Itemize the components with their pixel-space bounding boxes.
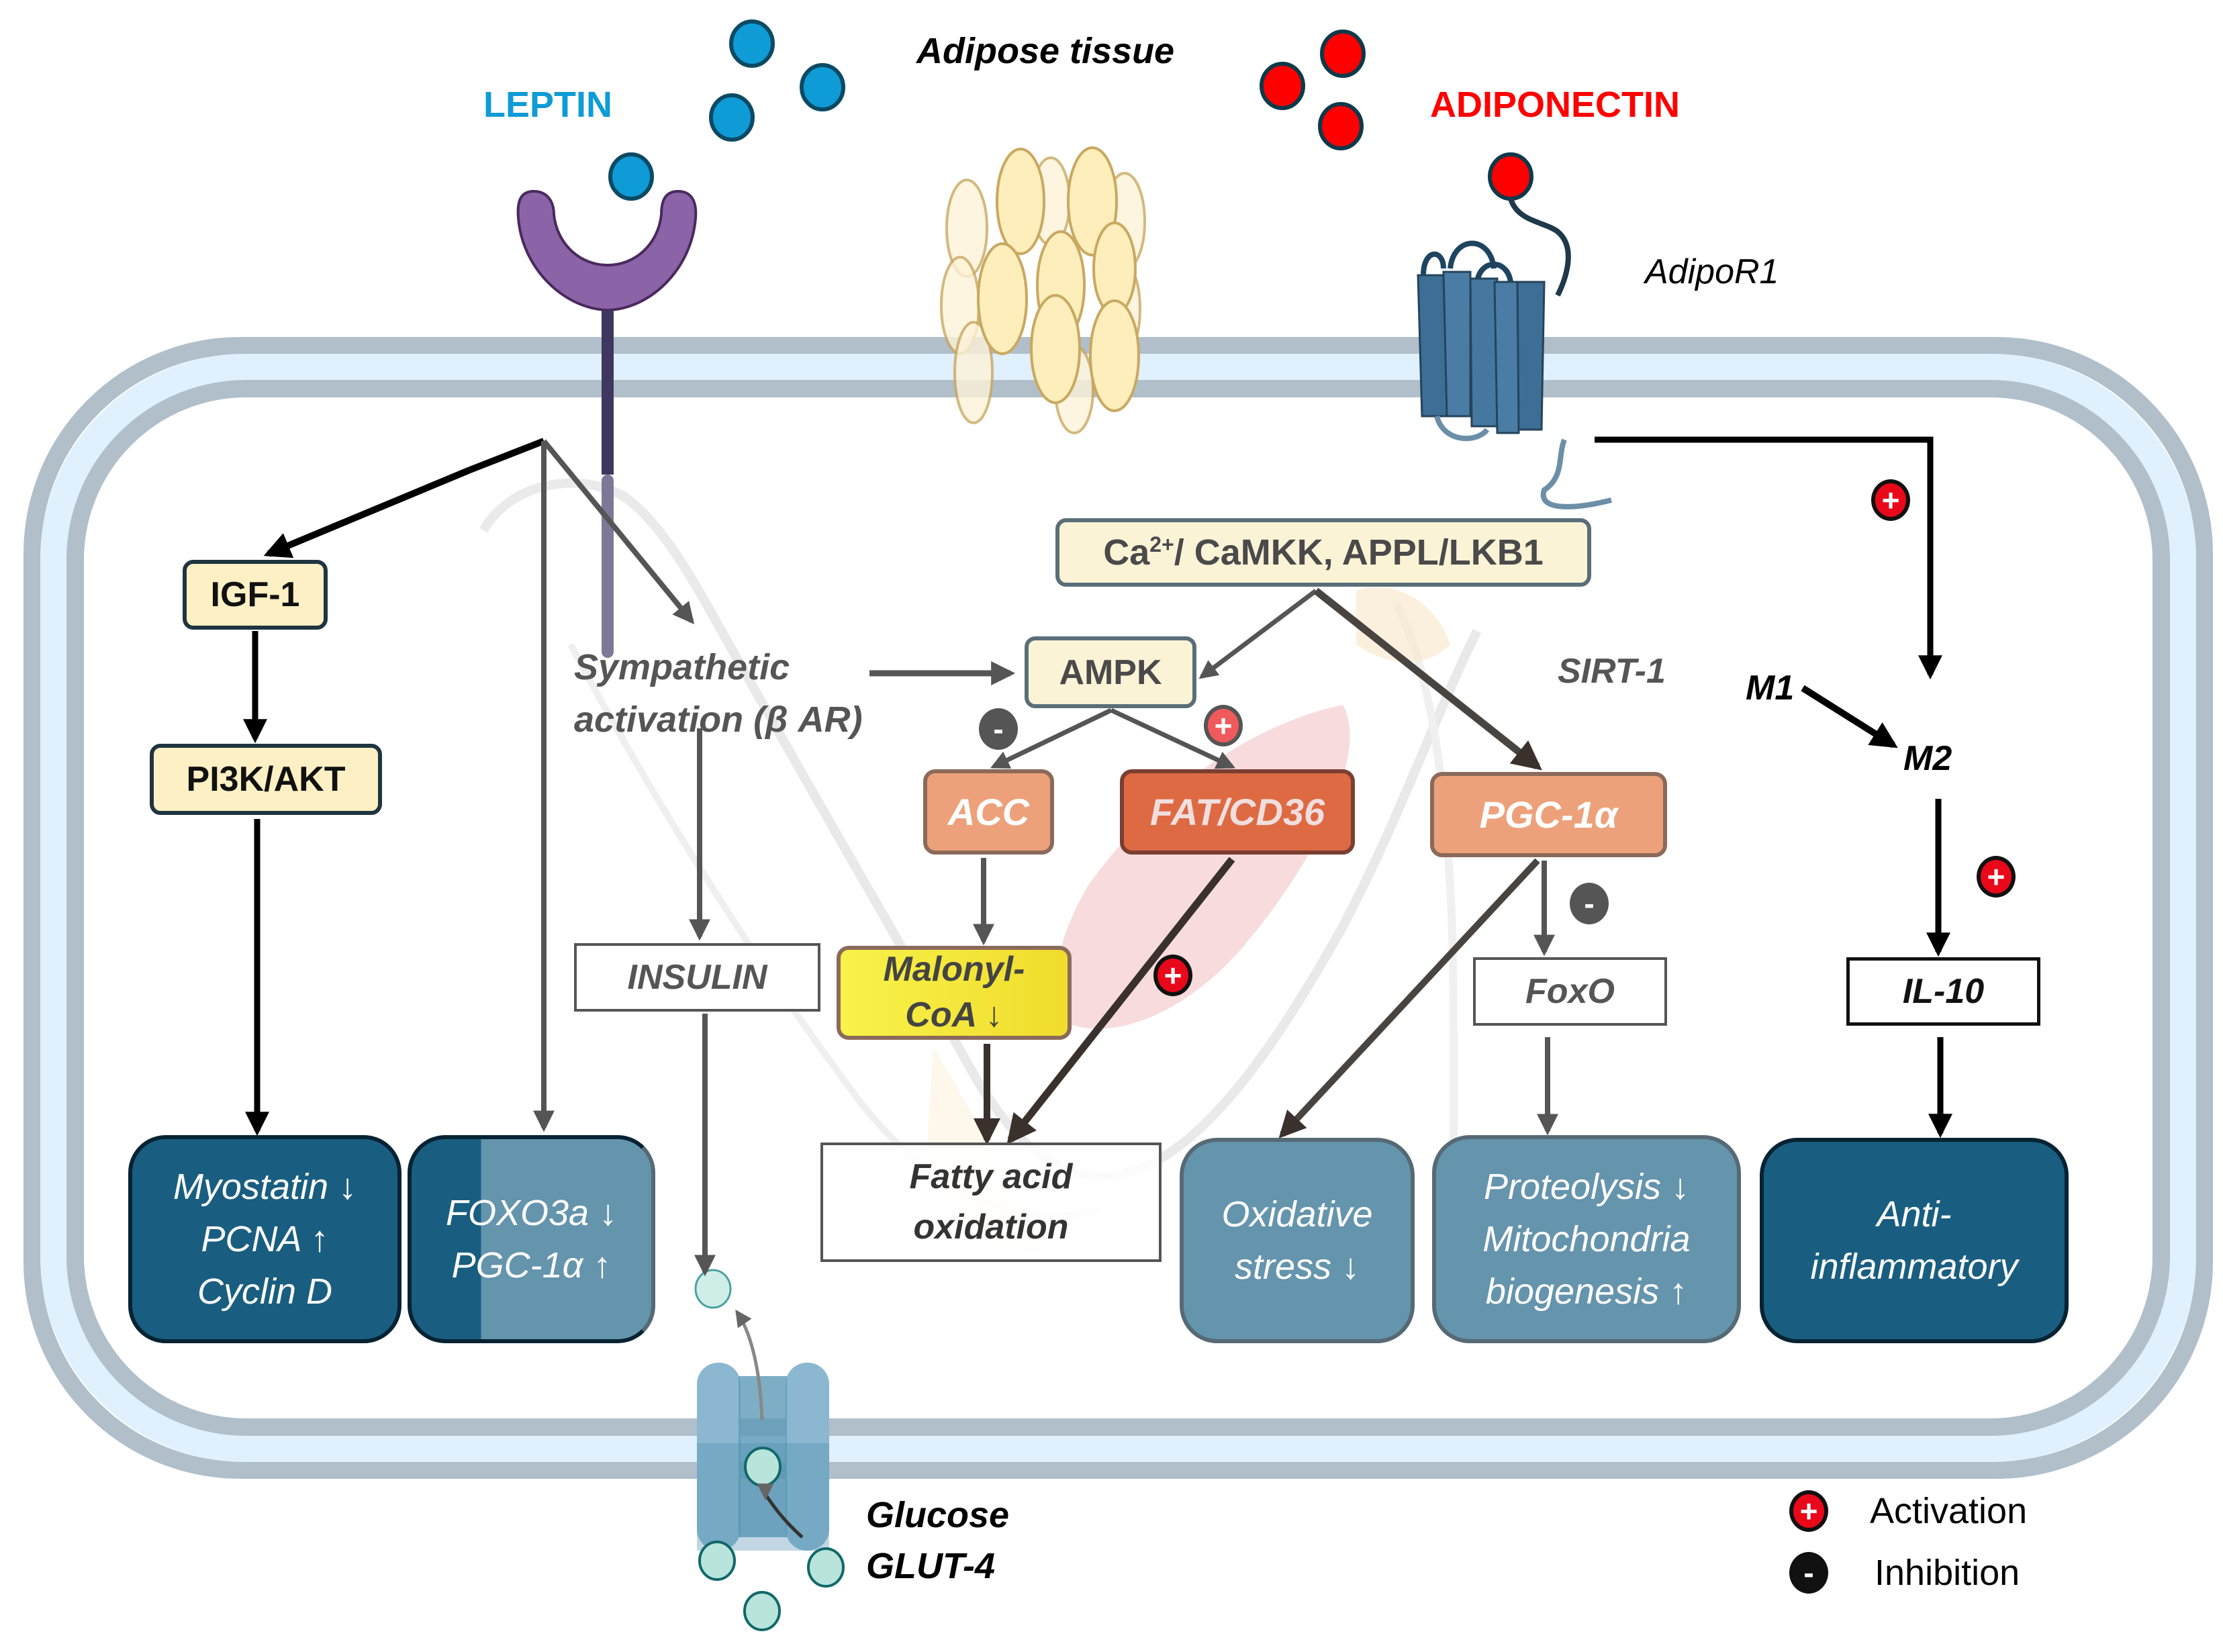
fat-cd36-label: FAT/CD36 [1149,791,1325,833]
m2-label: M2 [1903,739,1952,778]
malonyl-coa-node: Malonyl- CoA ↓ [837,946,1072,1040]
foxo-label: FoxO [1525,972,1615,1011]
result-myostatin: Myostatin ↓ PCNA ↑ Cyclin D [128,1135,401,1343]
foxo-node: FoxO [1473,957,1667,1026]
result-line: biogenesis ↑ [1485,1271,1688,1312]
activation-badge-adiponectin: + [1871,479,1910,521]
result-line: Myostatin ↓ [173,1166,357,1207]
plus-icon: + [1881,483,1900,518]
activation-badge-fat-cd36: + [1204,705,1243,746]
leptin-molecules [608,19,845,201]
ampk-label: AMPK [1059,652,1162,692]
il10-node: IL-10 [1846,957,2040,1026]
result-line: PGC-1α ↑ [451,1245,612,1285]
malonyl-line2: CoA ↓ [905,995,1003,1034]
result-line: Mitochondria [1482,1218,1691,1259]
result-proteolysis: Proteolysis ↓ Mitochondria biogenesis ↑ [1432,1135,1741,1343]
pathway-arrows [243,436,1952,1277]
plus-icon: + [1799,1494,1818,1528]
inhibition-badge-foxo: - [1570,883,1609,924]
ca-camkk-label: Ca2+/ CaMKK, APPL/LKB1 [1103,532,1544,573]
result-line: Proteolysis ↓ [1483,1166,1690,1207]
adipose-tissue-cells [940,146,1146,434]
ca-superscript: 2+ [1149,532,1174,556]
malonyl-line1: Malonyl- [883,950,1025,989]
adipose-tissue-label: Adipose tissue [916,31,1175,71]
inhibition-badge-acc: - [979,708,1018,750]
plus-icon: + [1164,958,1182,993]
fat-cd36-node: FAT/CD36 [1120,769,1355,855]
legend: + Activation - Inhibition [1789,1490,2125,1604]
activation-badge-fao: + [1153,955,1192,996]
glucose-glut4-label: Glucose GLUT-4 [866,1490,1009,1592]
result-foxo3a: FOXO3a ↓ PGC-1α ↑ [408,1135,655,1343]
result-line: Anti- [1877,1194,1952,1234]
igf1-label: IGF-1 [210,575,300,614]
ampk-node: AMPK [1025,636,1196,708]
glucose-line2: GLUT-4 [866,1545,996,1586]
adiponectin-label: ADIPONECTIN [1430,85,1681,125]
fatty-acid-line2: oxidation [913,1208,1069,1247]
il10-label: IL-10 [1902,972,1985,1011]
sympathetic-line1: Sympathetic [574,647,790,687]
acc-label: ACC [947,791,1030,833]
ca-camkk-node: Ca2+/ CaMKK, APPL/LKB1 [1055,518,1591,587]
adipor1-receptor [1417,240,1612,509]
result-line: FOXO3a ↓ [445,1192,618,1233]
result-anti-inflammatory: Anti- inflammatory [1760,1138,2069,1343]
fatty-acid-line1: Fatty acid [909,1157,1073,1196]
adipor1-label: AdipoR1 [1645,252,1779,291]
m1-label: M1 [1746,669,1795,708]
pgc1a-node: PGC-1α [1430,772,1667,857]
minus-icon: - [1584,886,1595,921]
legend-inhibition-label: Inhibition [1875,1553,2020,1593]
insulin-node: INSULIN [574,943,820,1012]
sympathetic-activation-label: Sympathetic activation (β AR) [574,641,863,746]
legend-activation-icon: + [1789,1490,1828,1532]
result-line: stress ↓ [1234,1247,1360,1287]
fatty-acid-oxidation-node: Fatty acid oxidation [820,1143,1162,1262]
result-line: PCNA ↑ [201,1218,329,1259]
pi3k-akt-node: PI3K/AKT [150,744,382,815]
leptin-label: LEPTIN [483,85,613,125]
acc-node: ACC [923,769,1054,855]
result-line: inflammatory [1810,1247,2018,1287]
ca-prefix: Ca [1103,532,1150,573]
glut4-transporter [694,1269,845,1631]
minus-icon: - [993,712,1004,746]
legend-activation-label: Activation [1870,1491,2028,1531]
sympathetic-line2: activation (β AR) [574,699,863,740]
igf1-node: IGF-1 [183,560,328,630]
result-line: Oxidative [1221,1194,1373,1234]
pgc1a-label: PGC-1α [1479,793,1618,836]
legend-inhibition-icon: - [1789,1552,1828,1594]
ca-suffix: / CaMKK, APPL/LKB1 [1174,532,1544,573]
plus-icon: + [1987,859,2005,894]
result-line: Cyclin D [197,1271,333,1312]
activation-badge-il10: + [1977,856,2016,897]
plus-icon: + [1214,708,1233,743]
sirt1-label: SIRT-1 [1558,652,1666,691]
glucose-line1: Glucose [866,1495,1010,1535]
insulin-label: INSULIN [627,958,767,997]
minus-icon: - [1803,1555,1814,1590]
pi3k-akt-label: PI3K/AKT [186,760,346,799]
adiponectin-molecules [1260,30,1571,297]
result-oxidative-stress: Oxidative stress ↓ [1180,1138,1415,1343]
